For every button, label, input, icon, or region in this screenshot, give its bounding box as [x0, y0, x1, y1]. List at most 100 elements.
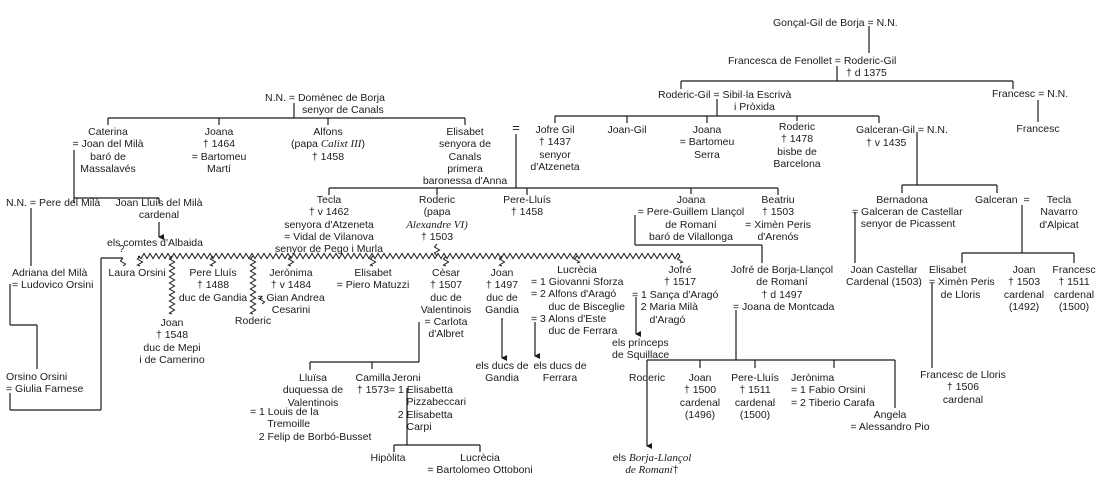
lineage-name: Borja-Llançol	[629, 452, 692, 464]
illegitimate-descent-wavy-lines	[119, 243, 684, 315]
person-jeronima-1484: Jerònima † v 1484 = Gian Andrea Cesarini	[257, 267, 325, 316]
person-adriana: Adriana del Milà = Ludovico Orsini	[12, 267, 94, 292]
person-pere-mila: N.N. = Pere del Milà	[6, 197, 101, 209]
person-bernadona: Bernadona	[876, 194, 928, 206]
person-francesc: Francesc = N.N.	[992, 88, 1069, 100]
death-date: † 1503	[420, 230, 454, 243]
person-joan-gil: Joan-Gil	[607, 124, 647, 136]
person-francesc-1511: Francesc † 1511 cardenal (1500)	[1052, 264, 1096, 313]
person-joana-serra: Joana = Bartomeu Serra	[679, 124, 735, 161]
person-camilla: Camilla † 1573	[355, 372, 391, 397]
name: Roderic	[418, 194, 456, 206]
person-angela: Angela = Alessandro Pio	[850, 409, 930, 434]
lluisa-marriages: = 1 Louis de la Tremoille 2 Felip de Bor…	[250, 406, 372, 443]
person-jofre-llancol: Jofré de Borja-Llançol de Romaní † d 149…	[730, 264, 834, 301]
descendants-ducs-ferrara: els ducs de Ferrara	[533, 360, 587, 385]
person-francesc-child: Francesc	[1016, 123, 1060, 135]
text: )	[361, 138, 365, 151]
lineage-name: de Romaní	[625, 464, 673, 477]
person-caterina: Caterina = Joan del Milà baró de Massala…	[72, 126, 144, 175]
spouse-suffix: i Pròxida	[734, 101, 775, 113]
person-joan-1548: Joan † 1548 duc de Mepi i de Camerino	[139, 317, 205, 366]
person-goncal-gil: Gonçal-Gil de Borja = N.N.	[773, 17, 898, 29]
wavy-descent-roderic	[433, 243, 441, 257]
descendants-ducs-gandia: els ducs de Gandia	[475, 360, 529, 385]
jofre-marriages: = 1 Sança d'Aragó 2 Maria Milà d'Aragó	[632, 289, 719, 326]
wavy-drop-joan	[498, 255, 506, 267]
person-orsino: Orsino Orsini = Giulia Farnese	[6, 371, 84, 396]
wavy-drop-laura-orsini	[136, 255, 144, 267]
person-galceran: Galceran =	[975, 194, 1030, 206]
person-joan-1500: Joan † 1500 cardenal (1496)	[679, 372, 721, 421]
person-lucrecia-ottoboni: Lucrècia = Bartolomeo Ottoboni	[427, 452, 533, 477]
uncertain-mark: ?	[119, 244, 125, 255]
person-jeroni: Jeroni	[392, 372, 421, 384]
person-jofre-1517: Jofré † 1517	[663, 264, 697, 289]
person-joana-llancol: Joana = Pere-Guillem Llançol de Romaní b…	[637, 194, 745, 243]
person-pere-lluis-1488: Pere Lluís † 1488 duc de Gandia	[178, 267, 248, 304]
text: els	[612, 452, 629, 464]
descent-arrows	[158, 222, 652, 449]
person-elisabet-matuzzi: Elisabet = Piero Matuzzi	[336, 267, 410, 292]
death-date: † 1458	[311, 150, 345, 163]
person-alfons: Alfons(papa Calixt III) † 1458	[291, 126, 365, 163]
wavy-drop-pere-lluis	[209, 255, 217, 267]
wavy-drop-laura	[119, 257, 127, 267]
wavy-drop-roderic	[249, 255, 257, 315]
person-elisabet-lloris: Elisabet = Ximèn Peris de Lloris	[929, 264, 995, 301]
person-roderic-gil-elder: Francesca de Fenollet = Roderic-Gil	[728, 55, 897, 67]
jeroni-marriages: = 1 Elisabetta Pizzabeccari 2 Elisabetta…	[389, 384, 467, 433]
person-pere-lluis-1458: Pere-Lluís † 1458	[503, 194, 551, 219]
person-joana-marti: Joana † 1464 = Bartomeu Martí	[191, 126, 247, 175]
papal-name: Alexandre VI)	[406, 218, 468, 231]
descendants-princeps-squillace: els prínceps de Squillace	[612, 337, 670, 362]
wavy-drop-cesar	[442, 255, 450, 267]
person-hipolita: Hipòlita	[370, 452, 406, 464]
wavy-drop-jeronima	[287, 255, 295, 267]
person-joan-castellar: Joan Castellar Cardenal (1503)	[846, 264, 922, 289]
text: (papa	[423, 206, 451, 219]
death-date: † v 1435	[866, 137, 907, 149]
papal-name: Calixt III	[320, 138, 362, 151]
lucrecia-marriages: = 1 Giovanni Sforza = 2 Alfons d'Aragó d…	[531, 276, 625, 338]
name: Alfons	[313, 126, 343, 138]
descendants-comtes-albaida: els comtes d'Albaida	[107, 237, 203, 249]
straight-lines	[9, 26, 1075, 452]
person-roderic-llancol: Roderic	[628, 372, 666, 384]
person-domenec: N.N. = Domènec de Borja	[265, 92, 385, 104]
wavy-drop-lucrecia	[573, 255, 581, 264]
person-jofre-gil: Jofre Gil † 1437 senyor d'Atzeneta	[530, 124, 580, 173]
wavy-drop-joan-1548	[168, 255, 176, 315]
bernadona-spouse: = Galceran de Castellar senyor de Picass…	[852, 206, 963, 231]
person-tecla-atzeneta: Tecla † v 1462 senyora d'Atzeneta = Vida…	[275, 194, 383, 256]
wavy-siblings-line	[137, 252, 681, 260]
person-joan-lluis-mila: Joan Lluís del Milà cardenal	[115, 197, 203, 222]
person-cesar: Cèsar † 1507 duc de Valentinois = Carlot…	[420, 267, 472, 341]
person-lluisa: Lluïsa duquessa de Valentinois	[282, 372, 344, 409]
person-lucrecia: Lucrècia	[557, 264, 597, 276]
person-roderic-bisbe: Roderic † 1478 bisbe de Barcelona	[773, 121, 821, 170]
marriage-mark: =	[512, 120, 520, 135]
person-beatriu: Beatriu † 1503 = Ximèn Peris d'Arenós	[745, 194, 811, 243]
person-elisabet-canals: Elisabet senyora de Canals primera baron…	[422, 126, 508, 188]
dagger: †	[672, 464, 679, 477]
wavy-mark-jeronima	[258, 295, 266, 305]
person-joan-1503: Joan † 1503 cardenal (1492)	[1003, 264, 1045, 313]
person-pere-lluis-1511: Pere-Lluís † 1511 cardenal (1500)	[731, 372, 779, 421]
person-joan-1497: Joan † 1497 duc de Gandia	[485, 267, 519, 316]
death-date: † d 1375	[846, 67, 887, 79]
person-roderic-gil: Roderic-Gil = Sibil·la Escrivà	[658, 89, 792, 101]
title: senyor de Canals	[302, 104, 384, 116]
person-roderic-child: Roderic	[234, 315, 272, 327]
person-jeronima-orsini: Jerònima = 1 Fabio Orsini = 2 Tiberio Ca…	[791, 372, 875, 409]
person-francesc-lloris: Francesc de Lloris † 1506 cardenal	[920, 369, 1006, 406]
person-tecla-navarro: Tecla Navarro d'Alpicat	[1039, 194, 1079, 231]
text: (papa	[291, 138, 321, 151]
wavy-drop-elisabet	[369, 255, 377, 267]
person-laura-orsini: Laura Orsini	[108, 267, 166, 279]
wavy-drop-jofre	[676, 255, 684, 264]
jofre-llancol-spouse: = Joana de Montcada	[733, 301, 835, 313]
